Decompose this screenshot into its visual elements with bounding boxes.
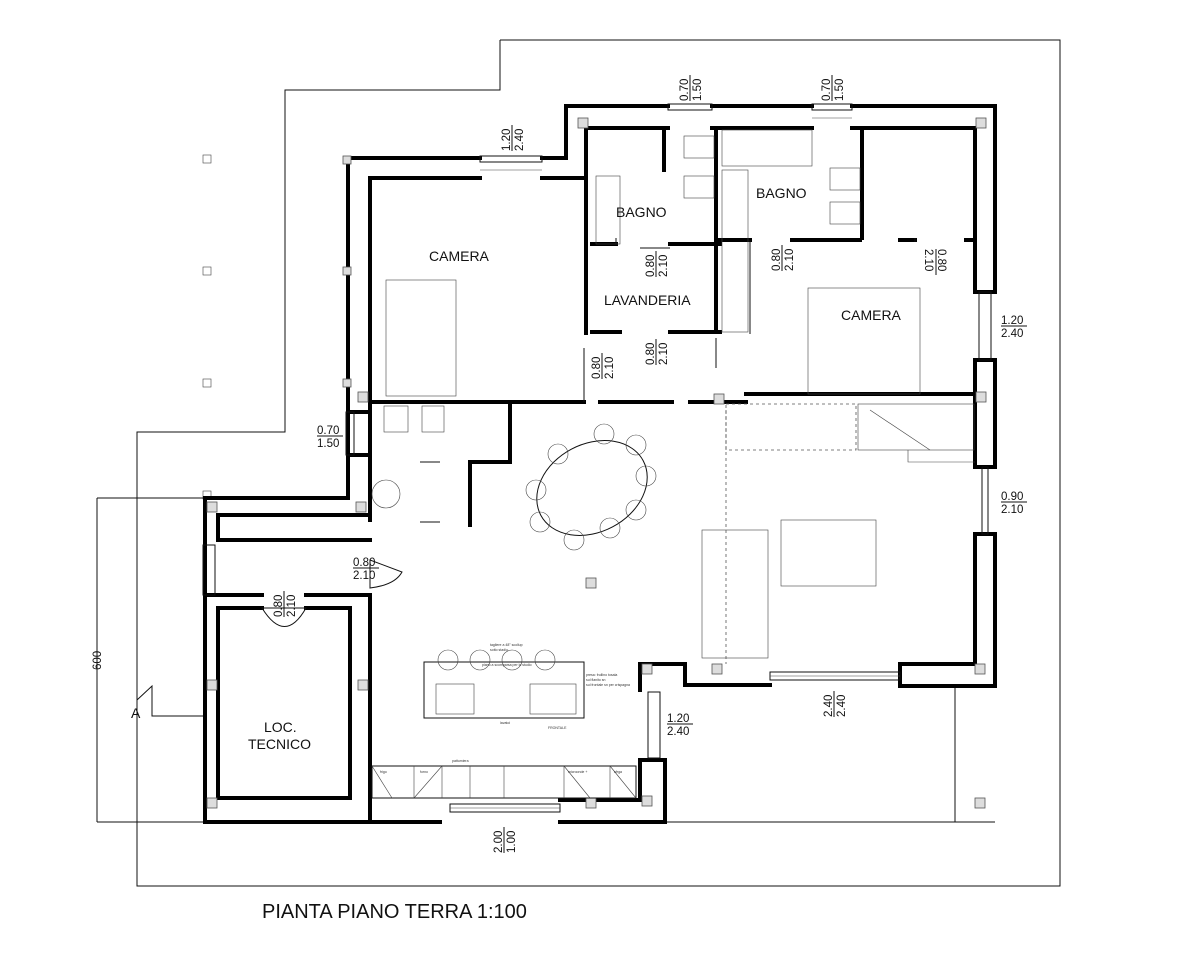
dining-table — [536, 440, 648, 536]
dim-top-value: 0.80 — [273, 595, 285, 617]
dim-bottom-value: 1.50 — [692, 79, 704, 101]
garden-markers — [202, 154, 212, 500]
dim-bottom-value: 2.10 — [1001, 504, 1023, 516]
dim-bottom-value: 2.10 — [658, 255, 670, 277]
walls — [203, 104, 997, 824]
room-bagno-1: BAGNO — [616, 204, 667, 220]
room-loc-tecnico-1: LOC. — [264, 719, 297, 735]
note-island-3: piano a scomparsa per lo studio — [482, 663, 532, 667]
note-frontale: FRONTALE — [548, 726, 567, 730]
dim-bottom-value: 2.40 — [667, 726, 689, 738]
dim-right-door: 0.902.10 — [1001, 491, 1027, 516]
dim-top-value: 0.80 — [771, 249, 783, 271]
drawing-title: PIANTA PIANO TERRA 1:100 — [262, 901, 527, 923]
note-dispensa: pattumiera — [452, 759, 469, 763]
dim-top-value: 0.80 — [353, 557, 375, 569]
note-side-1: presa: frullino tosala — [586, 673, 617, 677]
dim-bottom-value: 2.40 — [514, 129, 526, 151]
dim-bottom-value: 2.10 — [353, 570, 375, 582]
dim-bottom-value: 2.40 — [1001, 328, 1023, 340]
room-loc-tecnico-2: TECNICO — [248, 736, 311, 752]
note-side-3: sul frontale sn per crispagna — [586, 683, 630, 687]
dim-bottom-value: 2.10 — [604, 357, 616, 379]
kitchen-annotations: tagliere a 48° scollup sotto stadio pian… — [380, 643, 630, 774]
room-labels: CAMERA BAGNO BAGNO LAVANDERIA CAMERA LOC… — [248, 185, 902, 752]
dim-top-value: 0.80 — [645, 343, 657, 365]
dim-bottom-value: 2.10 — [286, 595, 298, 617]
room-bagno-2: BAGNO — [756, 185, 807, 201]
dim-top-value: 0.70 — [317, 425, 339, 437]
dim-bottom-value: 2.40 — [836, 695, 848, 717]
note-side-2: sul flanito sn — [586, 678, 606, 682]
doors — [261, 238, 916, 627]
dim-top-value: 1.20 — [501, 129, 513, 151]
dim-bottom-value: 2.10 — [658, 343, 670, 365]
dim-bottom-value: 2.10 — [922, 249, 934, 271]
dim-bottom-value: 1.00 — [506, 831, 518, 853]
overall-dim-label: 600 — [92, 651, 104, 670]
dim-bottom-value: 2.10 — [784, 249, 796, 271]
note-lavello: lavatoi — [500, 721, 510, 725]
windows — [202, 103, 992, 813]
note-frigo: frigo — [380, 770, 387, 774]
dim-top-value: 1.20 — [1001, 315, 1023, 327]
dim-top-value: 0.80 — [591, 357, 603, 379]
note-island-1: tagliere a 48° scollup — [490, 643, 523, 647]
dim-right-window: 1.202.40 — [1001, 315, 1027, 340]
dim-top-value: 1.20 — [667, 713, 689, 725]
pillars — [206, 117, 987, 809]
site-outline — [136, 39, 1061, 887]
dim-top-value: 0.90 — [1001, 491, 1023, 503]
room-lavanderia: LAVANDERIA — [604, 292, 691, 308]
dim-camera2-door: 0.802.10 — [922, 249, 947, 275]
dim-tec-door: 0.802.10 — [353, 557, 379, 582]
note-forno: forno — [420, 770, 428, 774]
dim-top-value: 2.00 — [493, 831, 505, 853]
room-camera-1: CAMERA — [429, 248, 490, 264]
furniture — [371, 129, 975, 799]
dim-bottom-value: 1.50 — [834, 79, 846, 101]
note-micro: microonde + — [568, 770, 587, 774]
dim-living-window: 1.202.40 — [667, 713, 693, 738]
dim-left-window: 0.701.50 — [317, 425, 343, 450]
note-ofrga: ofrga — [614, 770, 622, 774]
section-marker: A — [131, 705, 141, 721]
dim-top-value: 0.80 — [645, 255, 657, 277]
room-camera-2: CAMERA — [841, 307, 902, 323]
dim-top-value: 2.40 — [823, 695, 835, 717]
dim-bottom-value: 1.50 — [317, 438, 339, 450]
section-dimension: 600 A — [92, 497, 205, 823]
note-island-2: sotto stadio — [490, 648, 508, 652]
dim-top-value: 0.80 — [935, 249, 947, 271]
dim-top-value: 0.70 — [679, 79, 691, 101]
dim-top-value: 0.70 — [821, 79, 833, 101]
